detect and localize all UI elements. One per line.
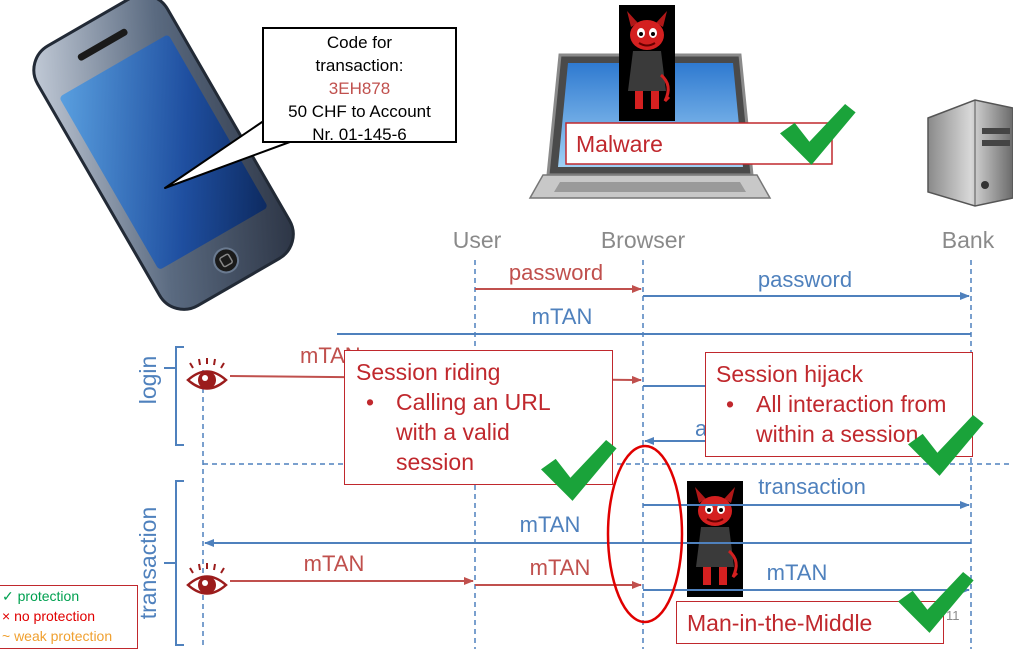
session-riding-title: Session riding [356, 359, 501, 385]
callout-line: Nr. 01-145-6 [312, 125, 407, 144]
msg-mtan-eye-tx: mTAN [304, 551, 365, 576]
slide-number: 11 [946, 608, 960, 623]
login-bracket [175, 346, 184, 446]
phase-label-transaction: transaction [135, 507, 161, 620]
session-hijack-title: Session hijack [716, 361, 864, 387]
bullet-line: session [396, 449, 474, 475]
lane-label-user: User [453, 227, 502, 253]
malware-label: Malware [576, 131, 663, 157]
bullet-line: within a session [756, 421, 919, 447]
callout-line: 50 CHF to Account [288, 102, 431, 121]
mitm-box: Man-in-the-Middle [676, 601, 944, 644]
msg-password-user: password [509, 260, 603, 285]
legend-protection: ✓ protection [2, 588, 80, 604]
smartphone-icon [32, 0, 295, 311]
legend-weak-protection: ~ weak protection [2, 628, 113, 644]
bullet-line: All interaction from [756, 391, 947, 417]
legend: ✓ protection × no protection ~ weak prot… [0, 585, 138, 649]
lane-label-browser: Browser [601, 227, 686, 253]
callout-line: transaction: [315, 56, 404, 75]
msg-mtan-mitm: mTAN [767, 560, 828, 585]
sms-callout: Code for transaction: 3EH878 50 CHF to A… [262, 27, 457, 144]
msg-mtan-top: mTAN [532, 304, 593, 329]
phase-label-login: login [135, 356, 161, 405]
session-riding-bullets: Calling an URL with a valid session [356, 387, 612, 477]
msg-a-fragment: a [695, 416, 708, 441]
transaction-code: 3EH878 [328, 79, 391, 98]
bullet-line: Calling an URL [396, 389, 551, 415]
session-riding-box: Session riding Calling an URL with a val… [344, 350, 613, 485]
bullet-line: with a valid [396, 419, 510, 445]
callout-line: Code for [326, 33, 393, 52]
lane-label-bank: Bank [942, 227, 995, 253]
mitm-ellipse [606, 444, 684, 624]
server-icon [927, 99, 1013, 207]
mitm-label: Man-in-the-Middle [687, 610, 873, 636]
devil-icon [685, 479, 745, 599]
bullet-item: All interaction from within a session [726, 389, 972, 449]
eye-icon [186, 561, 228, 596]
legend-no-protection: × no protection [2, 608, 96, 624]
transaction-bracket [175, 480, 184, 646]
eye-icon [186, 356, 228, 391]
session-hijack-bullets: All interaction from within a session [716, 389, 972, 449]
bullet-item: Calling an URL with a valid session [366, 387, 612, 477]
msg-mtan-user-browser: mTAN [530, 555, 591, 580]
msg-transaction: transaction [758, 474, 866, 499]
devil-icon [617, 3, 677, 123]
msg-password-bank: password [758, 267, 852, 292]
msg-mtan-to-user: mTAN [520, 512, 581, 537]
session-hijack-box: Session hijack All interaction from with… [705, 352, 973, 457]
